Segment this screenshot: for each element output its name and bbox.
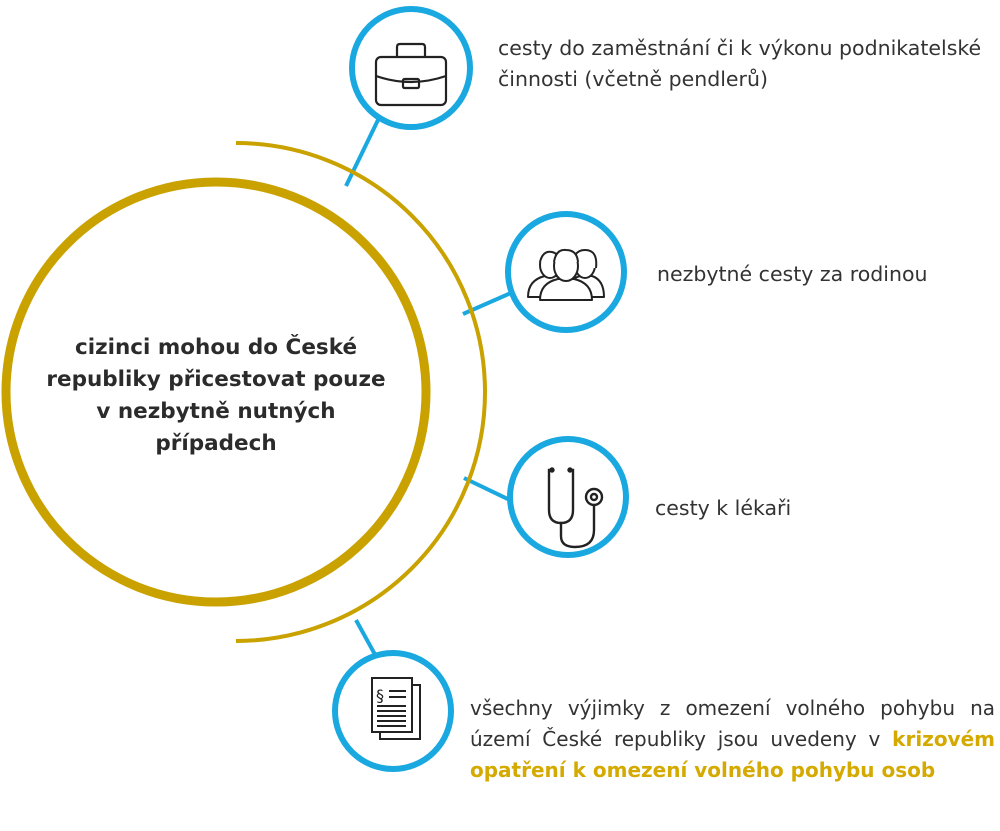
item-label-exceptions: všechny výjimky z omezení volného pohybu…	[470, 693, 995, 786]
exceptions-text: všechny výjimky z omezení volného pohybu…	[470, 696, 995, 751]
family-node	[505, 211, 627, 333]
briefcase-icon	[374, 42, 448, 107]
main-circle	[1, 177, 431, 607]
law-document-icon: §	[371, 677, 421, 740]
outer-arc	[235, 141, 487, 643]
stethoscope-icon	[547, 467, 604, 549]
central-statement: cizinci mohou do České republiky přicest…	[46, 335, 386, 456]
stethoscope-node	[507, 436, 629, 558]
connector-line-3	[463, 476, 515, 504]
item-label-work-travel: cesty do zaměstnání či k výkonu podnikat…	[498, 36, 982, 91]
briefcase-node	[349, 6, 473, 130]
crisis-measure-link-text: krizovém opatření k omezení volného pohy…	[470, 727, 995, 782]
family-icon	[527, 248, 605, 301]
law-document-node: §	[332, 650, 454, 772]
svg-text:§: §	[376, 686, 384, 705]
item-label-doctor-travel: cesty k lékaři	[655, 496, 792, 520]
connector-line-1	[344, 119, 380, 187]
item-label-family-travel: nezbytné cesty za rodinou	[657, 262, 928, 286]
